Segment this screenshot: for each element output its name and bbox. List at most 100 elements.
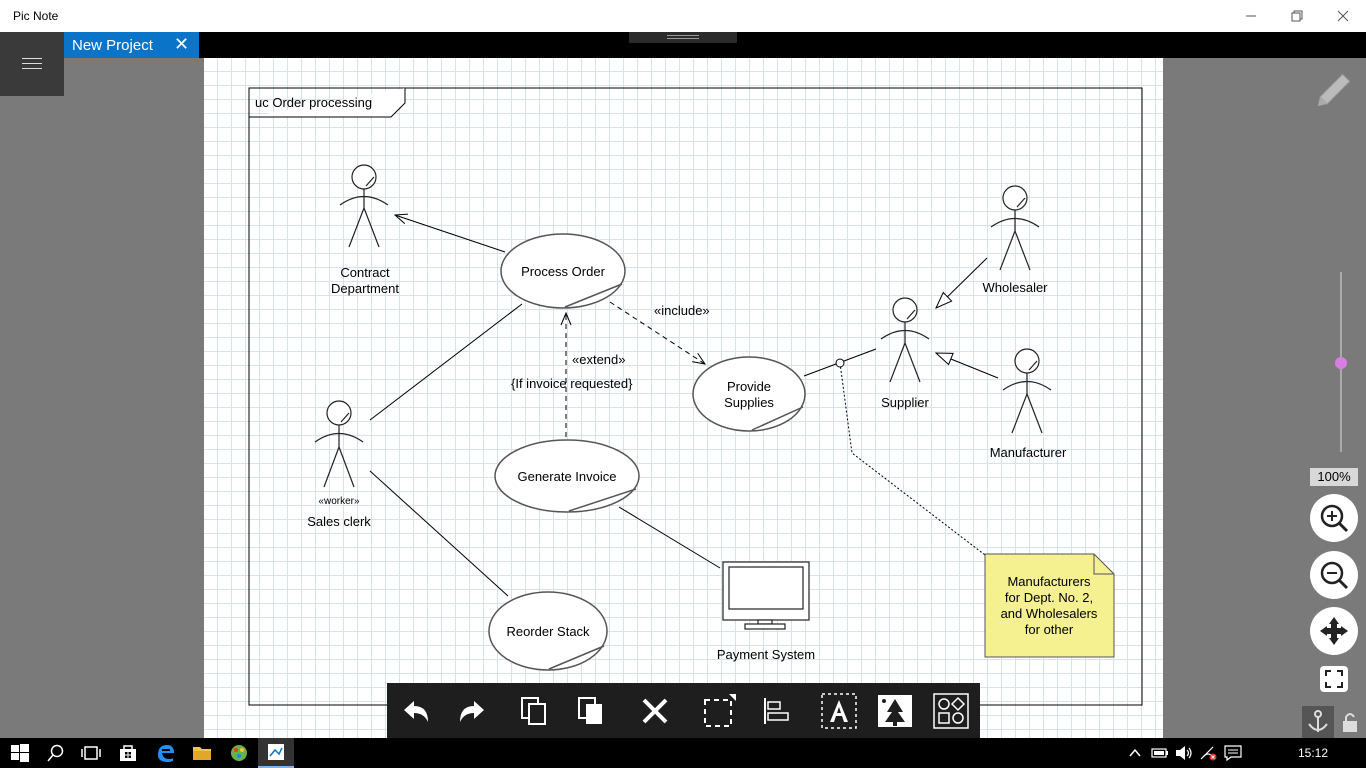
pen-button[interactable] xyxy=(1310,70,1354,114)
use-case-generate-invoice: Generate Invoice xyxy=(494,439,640,513)
close-window-button[interactable] xyxy=(1320,0,1366,32)
generate-invoice-payment-system xyxy=(618,506,721,569)
zoom-out-button[interactable] xyxy=(1310,551,1358,599)
search-button[interactable] xyxy=(44,738,68,768)
shapes-button[interactable] xyxy=(923,683,979,738)
close-icon xyxy=(1337,10,1349,22)
notification-icon xyxy=(1224,745,1242,761)
pencil-icon xyxy=(1317,73,1351,107)
taskbar: 15:12 xyxy=(0,738,1366,768)
pic-note-taskbar-button[interactable] xyxy=(258,738,294,768)
tab-close-icon[interactable]: ✕ xyxy=(174,34,190,54)
minimize-button[interactable] xyxy=(1228,0,1274,32)
actor-contract-department xyxy=(339,164,389,248)
svg-text:Supplies: Supplies xyxy=(724,395,774,410)
edge-button[interactable] xyxy=(153,738,177,768)
copy-button[interactable] xyxy=(506,683,562,738)
image-icon xyxy=(878,694,912,727)
zoom-in-button[interactable] xyxy=(1310,494,1358,542)
delete-button[interactable] xyxy=(627,683,683,738)
svg-text:Provide: Provide xyxy=(727,379,771,394)
action-center-button[interactable] xyxy=(1222,738,1244,768)
restore-icon xyxy=(1291,10,1303,22)
handle-line xyxy=(667,35,699,36)
zoom-in-icon xyxy=(1320,504,1349,533)
actor-wholesaler xyxy=(990,185,1040,271)
restore-button[interactable] xyxy=(1274,0,1320,32)
actor-supplier xyxy=(880,297,930,383)
redo-button[interactable] xyxy=(445,683,501,738)
text-icon xyxy=(821,692,857,729)
zoom-out-icon xyxy=(1320,561,1349,590)
frame-label: uc Order processing xyxy=(255,95,372,110)
delete-icon xyxy=(642,698,668,723)
network-button[interactable] xyxy=(1198,738,1218,768)
actor-stereotype: «worker» xyxy=(318,496,360,507)
volume-button[interactable] xyxy=(1174,738,1194,768)
actor-label: Contract xyxy=(340,265,390,280)
handle-line xyxy=(667,38,699,39)
move-icon xyxy=(1320,617,1348,645)
undo-icon xyxy=(404,700,428,722)
actor-label: Supplier xyxy=(881,395,929,410)
windows-icon xyxy=(11,744,29,762)
minimize-icon xyxy=(1246,15,1256,17)
drawing-canvas[interactable]: uc Order processing «include» «extend» {… xyxy=(204,58,1163,738)
task-view-icon xyxy=(81,746,101,760)
svg-text:Reorder Stack: Reorder Stack xyxy=(506,624,590,639)
pan-button[interactable] xyxy=(1310,607,1358,655)
title-bar: Pic Note xyxy=(0,0,1366,32)
actor-payment-system xyxy=(722,561,810,630)
search-icon xyxy=(47,744,64,762)
wholesaler-generalization xyxy=(936,257,988,308)
uml-diagram: uc Order processing «include» «extend» {… xyxy=(248,87,1143,706)
chevron-up-icon xyxy=(1129,748,1141,757)
folder-icon xyxy=(193,747,211,760)
redo-icon xyxy=(460,700,484,722)
zoom-slider-thumb[interactable] xyxy=(1335,357,1347,369)
manufacturer-generalization xyxy=(936,353,999,379)
fit-button[interactable] xyxy=(1320,666,1348,692)
anchor-button[interactable] xyxy=(1302,706,1334,738)
note-anchor-point xyxy=(835,358,845,368)
task-view-button[interactable] xyxy=(79,738,103,768)
sales-clerk-reorder-stack xyxy=(369,470,509,597)
svg-text:Process Order: Process Order xyxy=(521,264,605,279)
align-button[interactable] xyxy=(749,683,805,738)
app-title: Pic Note xyxy=(13,9,59,23)
show-hidden-icons-button[interactable] xyxy=(1126,738,1144,768)
select-button[interactable] xyxy=(691,683,747,738)
image-button[interactable] xyxy=(867,683,923,738)
include-dependency xyxy=(609,301,705,364)
battery-button[interactable] xyxy=(1150,738,1170,768)
process-order-to-contract-dept xyxy=(395,215,506,253)
undo-button[interactable] xyxy=(387,683,443,738)
svg-text:Manufacturers: Manufacturers xyxy=(1007,574,1091,589)
store-icon xyxy=(120,745,136,761)
use-case-provide-supplies: Provide Supplies xyxy=(692,356,806,432)
actor-manufacturer xyxy=(1002,348,1052,434)
file-explorer-button[interactable] xyxy=(190,738,214,768)
drag-handle[interactable] xyxy=(629,32,737,43)
volume-icon xyxy=(1176,746,1192,760)
start-button[interactable] xyxy=(8,738,32,768)
taskbar-clock[interactable]: 15:12 xyxy=(1298,746,1329,760)
copy-icon xyxy=(521,696,546,725)
svg-text:for other: for other xyxy=(1025,622,1074,637)
paint-app-button[interactable] xyxy=(227,738,251,768)
text-button[interactable] xyxy=(811,683,867,738)
paste-button[interactable] xyxy=(563,683,619,738)
menu-button[interactable] xyxy=(0,32,64,96)
svg-text:Generate Invoice: Generate Invoice xyxy=(517,469,616,484)
tab-new-project[interactable]: New Project ✕ xyxy=(64,32,199,58)
use-case-reorder-stack: Reorder Stack xyxy=(488,591,608,671)
actor-label: Wholesaler xyxy=(982,280,1048,295)
actor-label: Payment System xyxy=(717,647,815,662)
include-label: «include» xyxy=(654,303,710,318)
actor-sales-clerk xyxy=(314,400,364,488)
actor-label: Department xyxy=(331,281,399,296)
fit-screen-icon xyxy=(1325,670,1343,688)
lock-button[interactable] xyxy=(1336,706,1364,738)
store-button[interactable] xyxy=(116,738,140,768)
hamburger-line xyxy=(22,68,42,69)
